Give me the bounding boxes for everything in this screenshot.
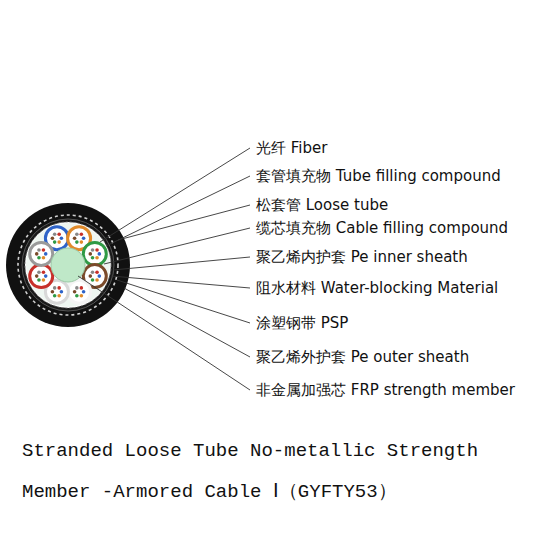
fiber	[57, 240, 61, 244]
inner-sheath	[22, 219, 114, 311]
fiber	[37, 278, 41, 282]
fiber	[53, 294, 57, 298]
leader-line	[106, 176, 250, 246]
fiber	[97, 274, 101, 278]
cable-filling	[26, 223, 110, 307]
fiber	[95, 278, 99, 282]
leader-line	[118, 205, 250, 240]
outer-sheath	[6, 203, 130, 327]
fiber	[53, 286, 57, 290]
cable-drawing	[6, 203, 130, 327]
part-label: 聚乙烯外护套 Pe outer sheath	[256, 348, 469, 366]
fiber	[75, 233, 79, 237]
leader-line	[113, 257, 250, 270]
fiber	[80, 294, 84, 298]
part-label: 光纤 Fiber	[256, 139, 327, 157]
fiber	[42, 270, 46, 274]
fiber	[35, 252, 39, 256]
fiber	[44, 252, 48, 256]
loose-tube	[68, 280, 91, 303]
part-label: 缆芯填充物 Cable filling compound	[256, 219, 508, 237]
fiber	[95, 256, 99, 260]
part-label: 非金属加强芯 FRP strength member	[256, 381, 515, 399]
leader-line	[117, 280, 250, 323]
fiber	[57, 294, 61, 298]
fiber	[73, 236, 77, 240]
fiber	[42, 256, 46, 260]
fiber	[73, 290, 77, 294]
fiber	[57, 286, 61, 290]
fiber	[42, 278, 46, 282]
part-label: 涂塑钢带 PSP	[256, 314, 348, 332]
fiber	[75, 294, 79, 298]
leader-line	[78, 276, 250, 390]
psp-armor	[18, 215, 118, 315]
leader-lines	[78, 148, 250, 390]
fiber	[57, 233, 61, 237]
loose-tube	[83, 242, 106, 265]
caption: Stranded Loose Tube No-metallic Strength…	[22, 431, 522, 513]
fiber	[75, 286, 79, 290]
leader-line	[111, 276, 250, 288]
fiber	[97, 252, 101, 256]
fiber	[82, 236, 86, 240]
fiber	[37, 270, 41, 274]
fiber	[95, 270, 99, 274]
leader-line	[124, 288, 250, 357]
fiber	[91, 248, 95, 252]
fiber	[88, 274, 92, 278]
part-label: 阻水材料 Water-blocking Material	[256, 279, 498, 297]
loose-tube	[30, 242, 53, 265]
fiber	[44, 274, 48, 278]
fiber	[37, 256, 41, 260]
fiber	[82, 290, 86, 294]
leader-line	[104, 228, 250, 264]
fiber	[53, 233, 57, 237]
fiber	[80, 286, 84, 290]
fiber	[80, 240, 84, 244]
fiber	[51, 290, 55, 294]
fiber	[91, 278, 95, 282]
loose-tube	[30, 265, 53, 288]
leader-line	[100, 148, 250, 242]
part-label: 聚乙烯内护套 Pe inner sheath	[256, 248, 468, 266]
part-label: 松套管 Loose tube	[256, 196, 388, 214]
part-label: 套管填充物 Tube filling compound	[256, 167, 501, 185]
water-blocking	[25, 222, 111, 308]
fiber	[51, 236, 55, 240]
fiber	[91, 256, 95, 260]
fiber	[75, 240, 79, 244]
fiber	[88, 252, 92, 256]
fiber	[35, 274, 39, 278]
fiber	[42, 248, 46, 252]
fiber	[60, 290, 64, 294]
fiber	[60, 236, 64, 240]
fiber	[95, 248, 99, 252]
fiber	[37, 248, 41, 252]
fiber	[91, 270, 95, 274]
fiber	[53, 240, 57, 244]
fiber	[80, 233, 84, 237]
